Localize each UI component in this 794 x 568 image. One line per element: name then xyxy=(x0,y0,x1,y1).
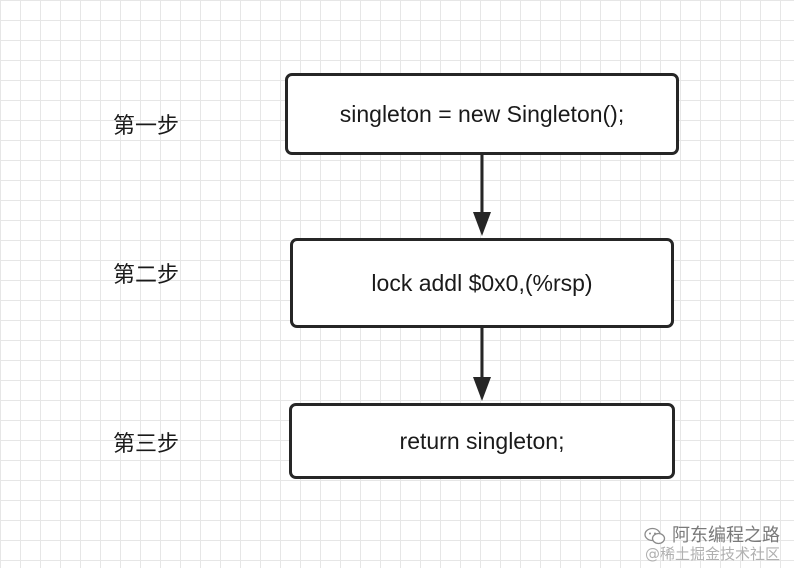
step-2-code: lock addl $0x0,(%rsp) xyxy=(371,269,593,296)
arrow-2-head xyxy=(473,377,491,401)
step-1-code: singleton = new Singleton(); xyxy=(339,100,625,127)
watermark: 阿东编程之路 @稀土掘金技术社区 xyxy=(644,524,780,563)
watermark-title-row: 阿东编程之路 xyxy=(644,524,780,546)
step-1-label: 第一步 xyxy=(113,114,180,139)
arrow-1-head xyxy=(473,212,491,236)
step-3-box: return singleton; xyxy=(289,403,675,479)
step-1-box: singleton = new Singleton(); xyxy=(285,73,679,155)
step-2-label: 第二步 xyxy=(113,263,180,288)
watermark-title: 阿东编程之路 xyxy=(672,524,780,546)
wechat-icon xyxy=(644,527,666,544)
step-2-box: lock addl $0x0,(%rsp) xyxy=(290,238,674,328)
watermark-subtitle: @稀土掘金技术社区 xyxy=(644,544,780,563)
step-3-label: 第三步 xyxy=(113,432,180,457)
step-3-code: return singleton; xyxy=(399,427,565,454)
